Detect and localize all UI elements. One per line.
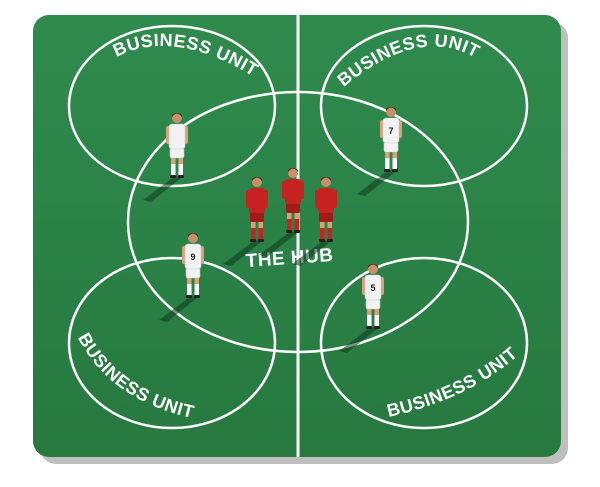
player-head bbox=[188, 233, 198, 243]
player-boot bbox=[327, 239, 333, 242]
player-boot bbox=[186, 295, 192, 298]
player-shirt bbox=[249, 188, 265, 213]
player-sock bbox=[258, 228, 263, 240]
player-sock bbox=[320, 228, 325, 240]
player-head bbox=[368, 264, 378, 274]
player-sock bbox=[327, 228, 332, 240]
player-hair bbox=[386, 107, 396, 111]
player-shadow bbox=[292, 240, 330, 266]
player-shorts bbox=[286, 203, 300, 213]
player-hair bbox=[368, 264, 378, 268]
player-shirt bbox=[364, 274, 382, 301]
player-white-bottom-right: 5 bbox=[339, 264, 384, 353]
player-hair bbox=[321, 177, 331, 181]
player-boot bbox=[178, 175, 184, 178]
player-shorts bbox=[383, 141, 399, 153]
player-head bbox=[386, 107, 396, 117]
business-unit-circle-top-left bbox=[67, 24, 277, 188]
player-red-left bbox=[223, 177, 268, 266]
player-sock bbox=[287, 219, 292, 231]
player-shorts bbox=[365, 298, 381, 310]
business-unit-circle-bottom-right bbox=[319, 256, 529, 430]
player-boot bbox=[286, 230, 292, 233]
player-shadow bbox=[143, 176, 181, 202]
player-shorts bbox=[319, 212, 333, 222]
business-unit-circle-bottom-left bbox=[67, 256, 277, 430]
player-sock bbox=[392, 158, 397, 170]
player-head bbox=[321, 177, 331, 187]
player-sock bbox=[251, 228, 256, 240]
player-head bbox=[288, 168, 298, 178]
player-sock bbox=[171, 164, 176, 176]
hub-circle bbox=[126, 90, 470, 354]
business-unit-circle-top-right bbox=[319, 24, 529, 188]
player-number: 9 bbox=[190, 252, 195, 262]
player-shirt bbox=[168, 123, 186, 150]
player-sock bbox=[367, 315, 372, 327]
player-white-bottom-left: 9 bbox=[159, 233, 204, 322]
player-sock bbox=[294, 219, 299, 231]
player-shadow bbox=[259, 231, 297, 257]
player-red-center bbox=[259, 168, 304, 257]
player-boot bbox=[319, 239, 325, 242]
player-shorts bbox=[250, 212, 264, 222]
player-number: 5 bbox=[370, 283, 375, 293]
player-shirt bbox=[285, 179, 301, 204]
player-hair bbox=[188, 233, 198, 237]
player-shirt bbox=[184, 243, 202, 270]
player-white-top-right: 7 bbox=[357, 107, 402, 196]
player-shadow bbox=[159, 296, 197, 322]
player-shirt bbox=[318, 188, 334, 213]
player-boot bbox=[294, 230, 300, 233]
player-sock bbox=[187, 284, 192, 296]
player-red-right bbox=[292, 177, 337, 266]
player-boot bbox=[258, 239, 264, 242]
player-boot bbox=[392, 169, 398, 172]
player-shadow bbox=[339, 327, 377, 353]
player-boot bbox=[366, 326, 372, 329]
player-hair bbox=[172, 113, 182, 117]
player-number: 7 bbox=[388, 126, 393, 136]
player-boot bbox=[194, 295, 200, 298]
player-boot bbox=[374, 326, 380, 329]
player-head bbox=[172, 113, 182, 123]
player-head bbox=[252, 177, 262, 187]
player-shirt bbox=[382, 117, 400, 144]
player-boot bbox=[250, 239, 256, 242]
player-white-top-left bbox=[143, 113, 188, 202]
player-shadow bbox=[223, 240, 261, 266]
player-hair bbox=[288, 168, 298, 172]
player-shorts bbox=[169, 147, 185, 159]
player-hair bbox=[252, 177, 262, 181]
player-shorts bbox=[185, 267, 201, 279]
player-sock bbox=[194, 284, 199, 296]
player-sock bbox=[385, 158, 390, 170]
player-shadow bbox=[357, 170, 395, 196]
player-boot bbox=[170, 175, 176, 178]
player-sock bbox=[374, 315, 379, 327]
player-sock bbox=[178, 164, 183, 176]
player-boot bbox=[384, 169, 390, 172]
